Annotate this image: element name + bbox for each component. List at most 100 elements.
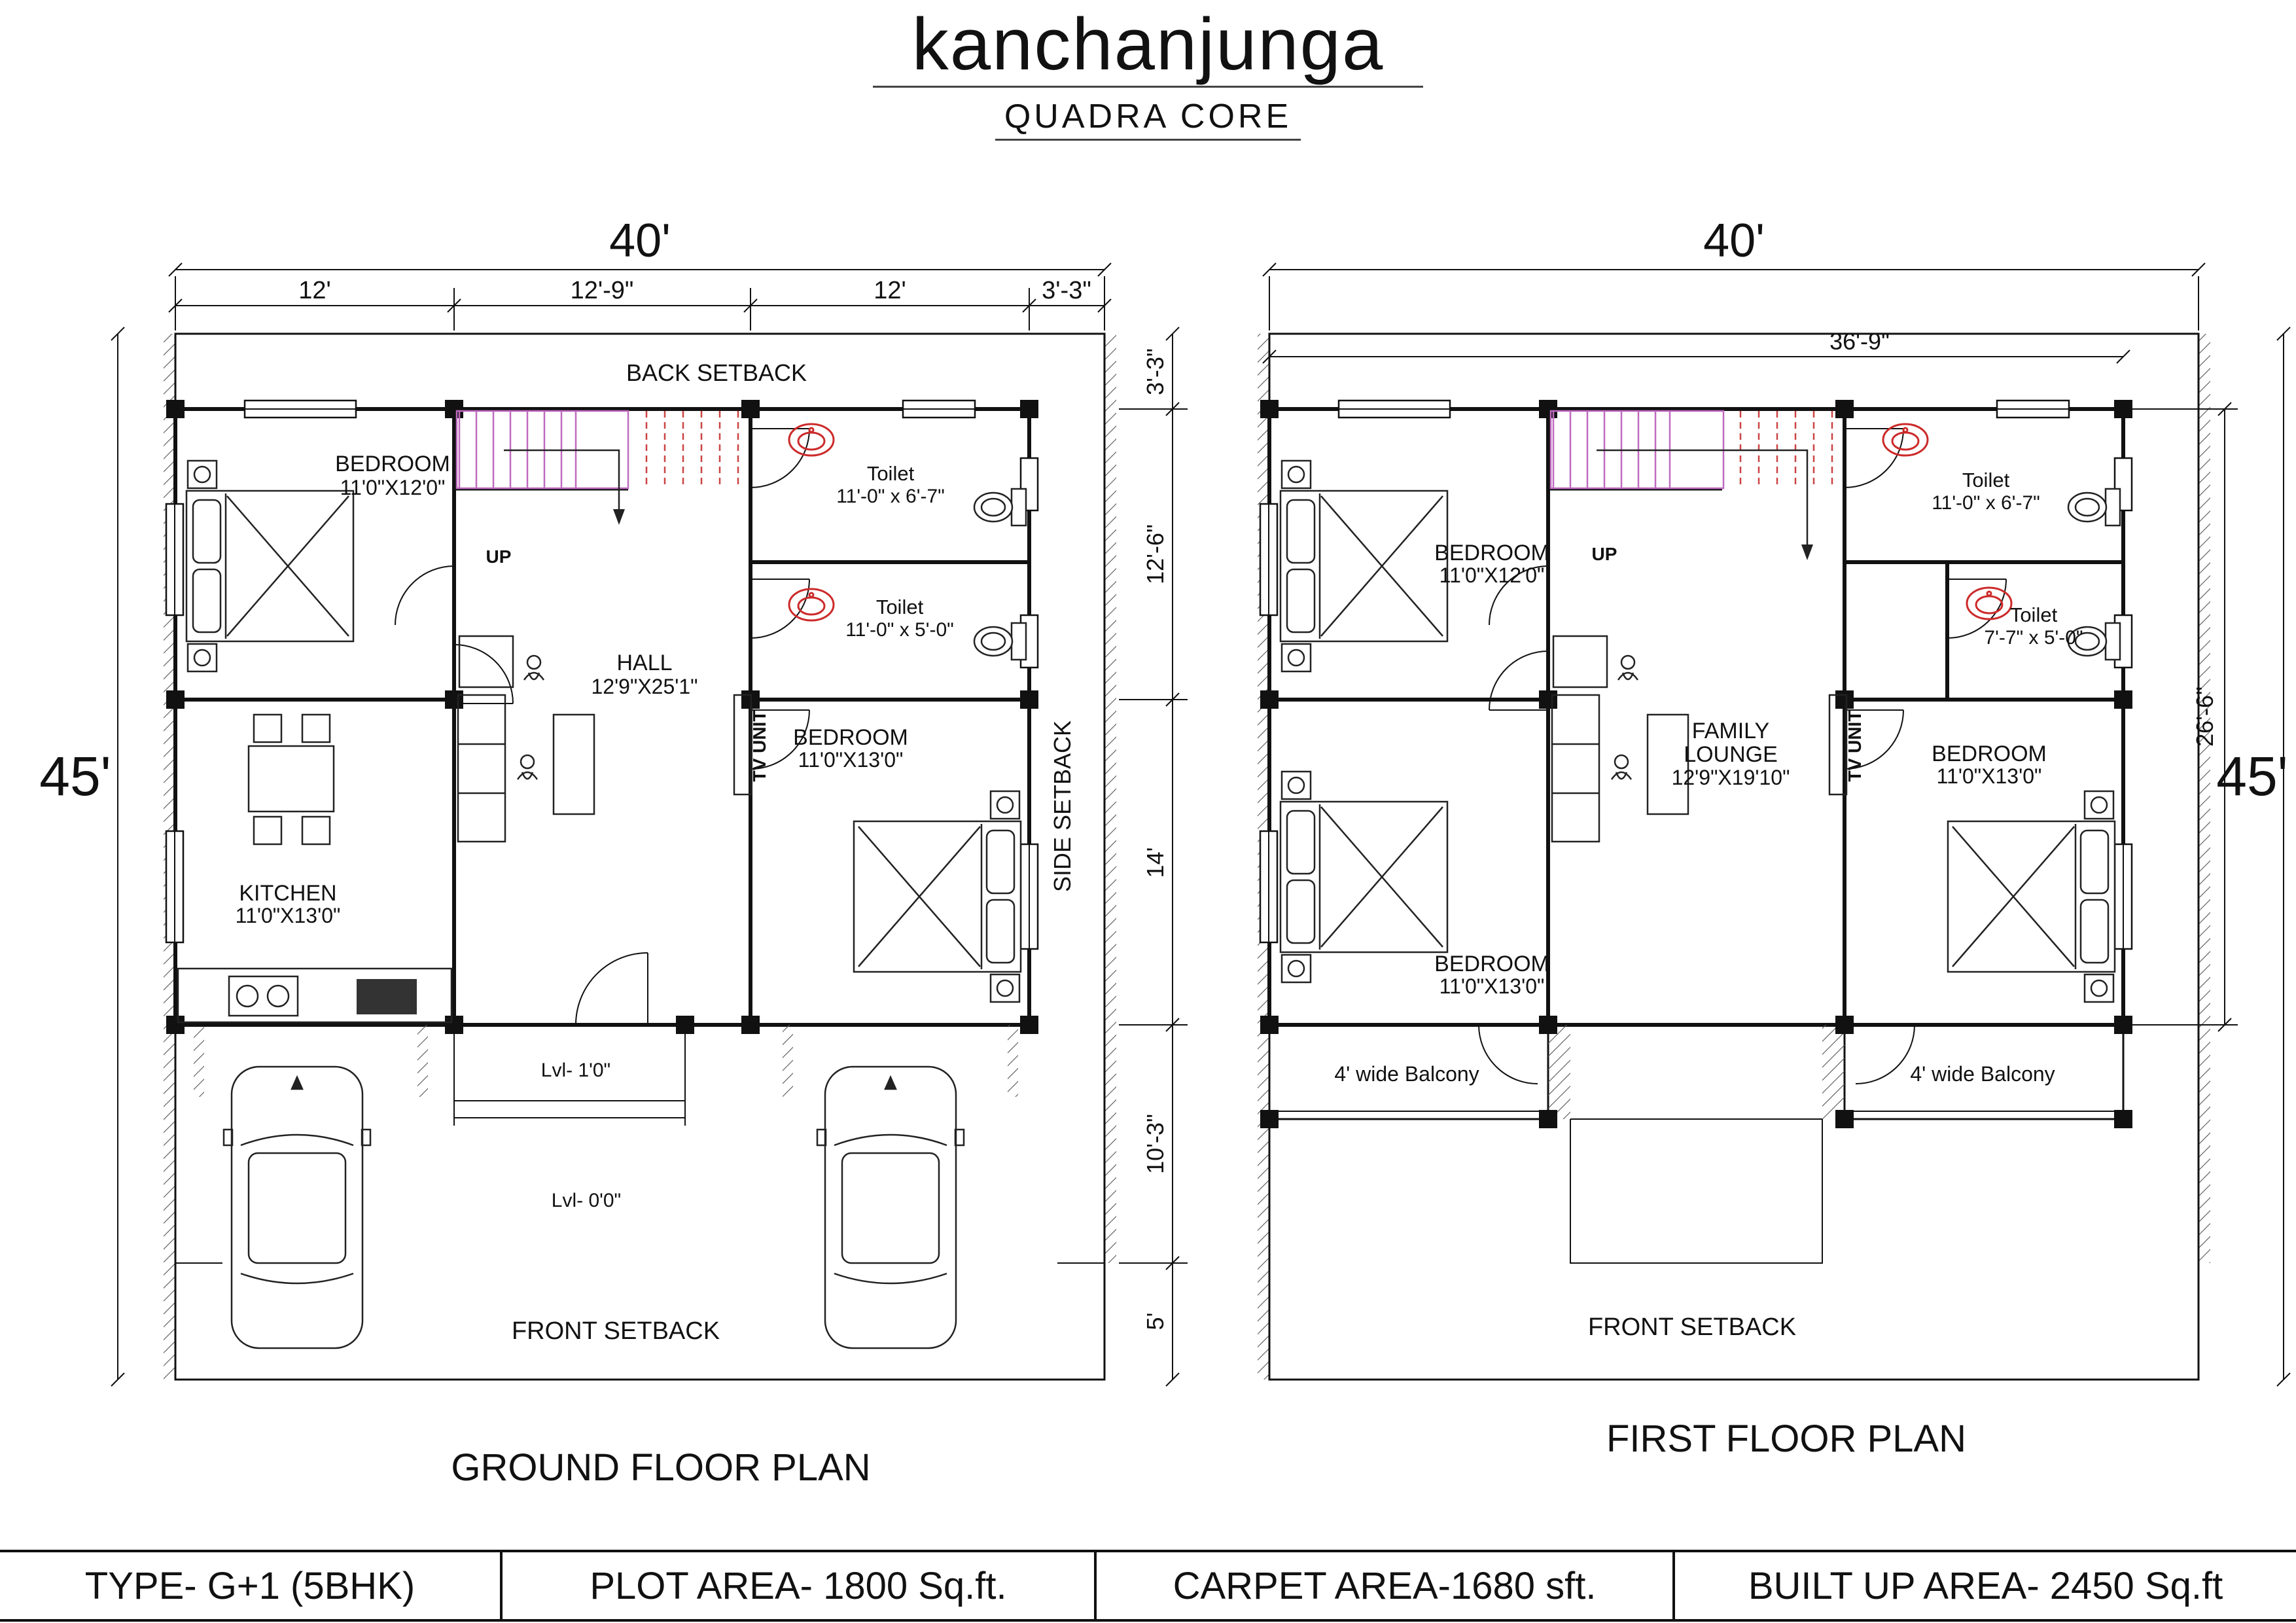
person-figure	[1610, 754, 1633, 781]
ff-bedroom1-name: BEDROOM	[1434, 541, 1549, 565]
toilet-wc	[973, 622, 1027, 661]
title-block-built-up-area: BUILT UP AREA- 2450 Sq.ft	[1672, 1552, 2296, 1619]
gf-porch	[175, 1025, 1104, 1264]
gf-rdim-5: 5'	[1142, 1313, 1169, 1330]
kitchen-sink	[357, 979, 417, 1014]
gf-dim-45ft: 45'	[39, 745, 111, 807]
gf-tv-unit-label: TV UNIT	[749, 711, 769, 782]
gf-toilet2-name: Toilet	[876, 596, 924, 618]
ff-sofa-set	[1551, 635, 1689, 843]
gf-kitchen-counter	[177, 967, 453, 1024]
toilet-wc	[2067, 488, 2121, 527]
ff-bedroom3-name: BEDROOM	[1434, 952, 1549, 976]
ff-plan-title: FIRST FLOOR PLAN	[1606, 1418, 1966, 1460]
ff-balcony-right-label: 4' wide Balcony	[1910, 1062, 2055, 1086]
car	[222, 1065, 372, 1349]
gf-kitchen-size: 11'0"X13'0"	[236, 904, 341, 927]
gf-dim-seg3: 12'	[874, 277, 906, 304]
car	[816, 1065, 965, 1349]
gf-stair-arrow	[504, 449, 620, 514]
bed	[185, 459, 355, 673]
ff-bedroom2-size: 11'0"X13'0"	[1937, 764, 2042, 788]
washbasin	[1966, 586, 2013, 620]
gf-right-dimensions	[1119, 327, 1188, 1387]
ff-toilet1-size: 11'-0" x 6'-7"	[1932, 492, 2040, 514]
gf-windows	[165, 399, 1039, 950]
ff-bedroom1-size: 11'0"X12'0"	[1439, 563, 1545, 587]
ff-front-setback-label: FRONT SETBACK	[1588, 1313, 1796, 1341]
gf-hall-name: HALL	[616, 651, 672, 675]
ff-toilet1-name: Toilet	[1962, 469, 2010, 491]
gf-bedroom2-name: BEDROOM	[793, 725, 908, 750]
gf-tv-unit	[733, 694, 752, 796]
floor-plan-drawing: 40' 12' 12'-9" 12' 3'-3" 45' 3'-3" 12'-6…	[39, 215, 2291, 1489]
ff-stair-arrowhead	[1801, 544, 1813, 560]
title-block-carpet-area: CARPET AREA-1680 sft.	[1094, 1552, 1672, 1619]
ground-floor-plan: 40' 12' 12'-9" 12' 3'-3" 45' 3'-3" 12'-6…	[39, 215, 1188, 1489]
ff-dim-40ft: 40'	[1703, 215, 1765, 267]
gf-up-label: UP	[486, 546, 512, 567]
sheet-header: kanchanjunga QUADRA CORE	[0, 0, 2296, 141]
ff-bedroom3-size: 11'0"X13'0"	[1439, 974, 1545, 998]
ff-balconies	[1268, 1025, 2125, 1264]
gf-rdim-1: 3'-3"	[1142, 348, 1169, 395]
bed	[1947, 790, 2116, 1003]
ff-lounge-name2: LOUNGE	[1684, 742, 1778, 767]
washbasin	[788, 588, 835, 622]
gf-toilet1-size: 11'-0" x 6'-7"	[836, 486, 945, 507]
ff-toilet2-size: 7'-7" x 5'-0"	[1984, 627, 2083, 649]
gf-dim-seg2: 12'-9"	[571, 277, 634, 304]
title-block-plot-area: PLOT AREA- 1800 Sq.ft.	[500, 1552, 1094, 1619]
gf-right-setback-hatch	[1104, 334, 1116, 1263]
ff-walls	[1267, 407, 2125, 1027]
gf-bedroom2-size: 11'0"X13'0"	[798, 748, 904, 772]
ff-top-dimensions	[1262, 262, 2206, 364]
gf-left-dimension	[111, 327, 125, 1387]
first-floor-plan: 40' 36'-9" 26'-6" 45'	[1258, 215, 2291, 1460]
person-figure	[516, 754, 539, 781]
title-block: TYPE- G+1 (5BHK) PLOT AREA- 1800 Sq.ft. …	[0, 1550, 2296, 1622]
title-block-type: TYPE- G+1 (5BHK)	[84, 1564, 415, 1607]
gf-dim-40ft: 40'	[609, 215, 671, 267]
gf-toilet1-name: Toilet	[867, 462, 915, 485]
ff-doors	[1478, 428, 2007, 1084]
ff-dim-45ft: 45'	[2216, 745, 2287, 807]
washbasin	[788, 423, 835, 457]
project-subtitle: QUADRA CORE	[995, 97, 1301, 141]
bed	[853, 790, 1022, 1003]
ff-bedroom2-name: BEDROOM	[1932, 741, 2047, 766]
ff-columns	[1260, 400, 2132, 1128]
bed	[1279, 770, 1449, 984]
ff-stair-arrow	[1597, 449, 1809, 550]
gf-dining-set	[247, 713, 335, 846]
gf-dim-seg4: 3'-3"	[1042, 277, 1091, 304]
gf-toilet2-size: 11'-0" x 5'-0"	[845, 619, 954, 641]
ff-windows	[1259, 399, 2133, 950]
ff-right-setback-hatch	[2199, 334, 2210, 1263]
ff-balcony-left-label: 4' wide Balcony	[1334, 1062, 1479, 1086]
ff-toilet2-name: Toilet	[2010, 603, 2058, 626]
gf-hall-size: 12'9"X25'1"	[591, 675, 698, 698]
washbasin	[1882, 423, 1929, 457]
gf-sofa-set	[457, 635, 595, 843]
person-figure	[523, 654, 545, 681]
person-figure	[1617, 654, 1639, 681]
gf-rdim-4: 10'-3"	[1142, 1114, 1169, 1174]
ff-staircase	[1549, 410, 1833, 560]
gf-doors	[395, 428, 810, 1026]
gf-back-setback-label: BACK SETBACK	[626, 359, 807, 386]
ff-lounge-size: 12'9"X19'10"	[1672, 766, 1790, 789]
ff-dim-inner-width: 36'-9"	[1829, 328, 1890, 355]
gf-top-dimensions	[168, 262, 1112, 330]
gf-side-setback-label: SIDE SETBACK	[1049, 721, 1076, 892]
toilet-wc	[973, 488, 1027, 527]
gf-plan-title: GROUND FLOOR PLAN	[451, 1446, 870, 1489]
ff-lounge-name1: FAMILY	[1692, 719, 1769, 743]
gf-bedroom1-name: BEDROOM	[335, 452, 450, 476]
gf-front-setback-label: FRONT SETBACK	[512, 1317, 720, 1345]
gf-rdim-2: 12'-6"	[1142, 524, 1169, 584]
gf-lvl-ground-label: Lvl- 0'0"	[552, 1190, 621, 1211]
gf-staircase	[455, 410, 739, 525]
gf-rdim-3: 14'	[1142, 847, 1169, 878]
ff-up-label: UP	[1592, 544, 1617, 564]
